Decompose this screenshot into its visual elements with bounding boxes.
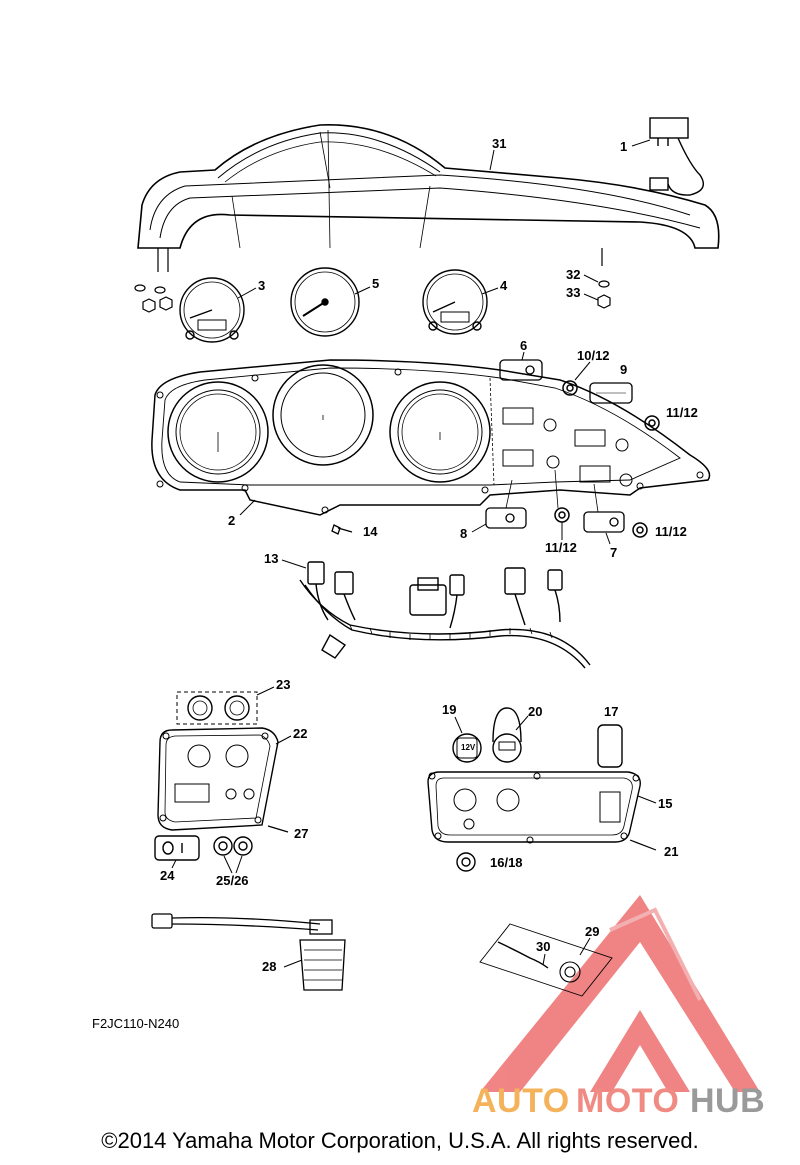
callout-9: 9 — [620, 362, 627, 377]
callout-23: 23 — [276, 677, 290, 692]
callout-14: 14 — [363, 524, 378, 539]
grommet-11-12-c — [632, 522, 648, 538]
callout-25-26: 25/26 — [216, 873, 249, 888]
wiring-harness — [299, 561, 591, 669]
grommet-11-12-a — [644, 415, 660, 431]
callout-16-18: 16/18 — [490, 855, 523, 870]
callout-24: 24 — [160, 868, 175, 883]
callout-11-12-c: 11/12 — [655, 524, 687, 539]
callout-28: 28 — [262, 959, 276, 974]
callout-32: 32 — [566, 267, 580, 282]
switch-8 — [485, 507, 527, 529]
callout-13: 13 — [264, 551, 278, 566]
callout-7: 7 — [610, 545, 617, 560]
svg-text:AUTO: AUTO — [472, 1082, 570, 1120]
grommet-10-12 — [562, 380, 578, 396]
socket-12v-label: 12V — [461, 743, 476, 752]
washers-nuts — [134, 280, 611, 313]
callout-27: 27 — [294, 826, 308, 841]
callout-8: 8 — [460, 526, 467, 541]
grommet-11-12-b — [554, 507, 570, 523]
callout-21: 21 — [664, 844, 678, 859]
callout-6: 6 — [520, 338, 527, 353]
callout-1: 1 — [620, 139, 627, 154]
callout-11-12-a: 11/12 — [666, 405, 698, 420]
screw-27 — [267, 825, 289, 833]
accessory-panel-right — [427, 707, 641, 872]
callout-2: 2 — [228, 513, 235, 528]
watermark-text: AUTO MOTO HUB — [472, 1082, 765, 1120]
callout-31: 31 — [492, 136, 506, 151]
upper-cover — [137, 124, 720, 272]
callout-29: 29 — [585, 924, 599, 939]
callout-20: 20 — [528, 704, 542, 719]
switch-panel-left — [154, 691, 279, 861]
switch-7 — [583, 511, 625, 533]
copyright-notice: ©2014 Yamaha Motor Corporation, U.S.A. A… — [101, 1128, 699, 1153]
callout-30: 30 — [536, 939, 550, 954]
tachometer-gauge-left — [179, 277, 245, 343]
callout-10-12: 10/12 — [577, 348, 610, 363]
svg-text:HUB: HUB — [690, 1082, 765, 1120]
screw-14 — [331, 524, 353, 535]
callout-19: 19 — [442, 702, 456, 717]
callout-22: 22 — [293, 726, 307, 741]
watermark-logo-icon — [480, 895, 760, 1092]
callout-33: 33 — [566, 285, 580, 300]
part-code-label: F2JC110-N240 — [92, 1016, 180, 1031]
sensor-28 — [151, 913, 346, 991]
callout-5: 5 — [372, 276, 379, 291]
switch-9 — [589, 382, 633, 404]
speedometer-gauge — [290, 267, 360, 337]
callout-4: 4 — [500, 278, 508, 293]
callout-3: 3 — [258, 278, 265, 293]
callout-11-12-b: 11/12 — [545, 540, 577, 555]
callout-17: 17 — [604, 704, 618, 719]
tachometer-gauge-right — [422, 269, 488, 335]
dash-panel — [151, 359, 711, 516]
sensor-module — [649, 117, 704, 196]
callout-15: 15 — [658, 796, 672, 811]
screw-21 — [629, 839, 657, 851]
svg-text:MOTO: MOTO — [576, 1082, 679, 1120]
switch-6 — [499, 359, 543, 381]
